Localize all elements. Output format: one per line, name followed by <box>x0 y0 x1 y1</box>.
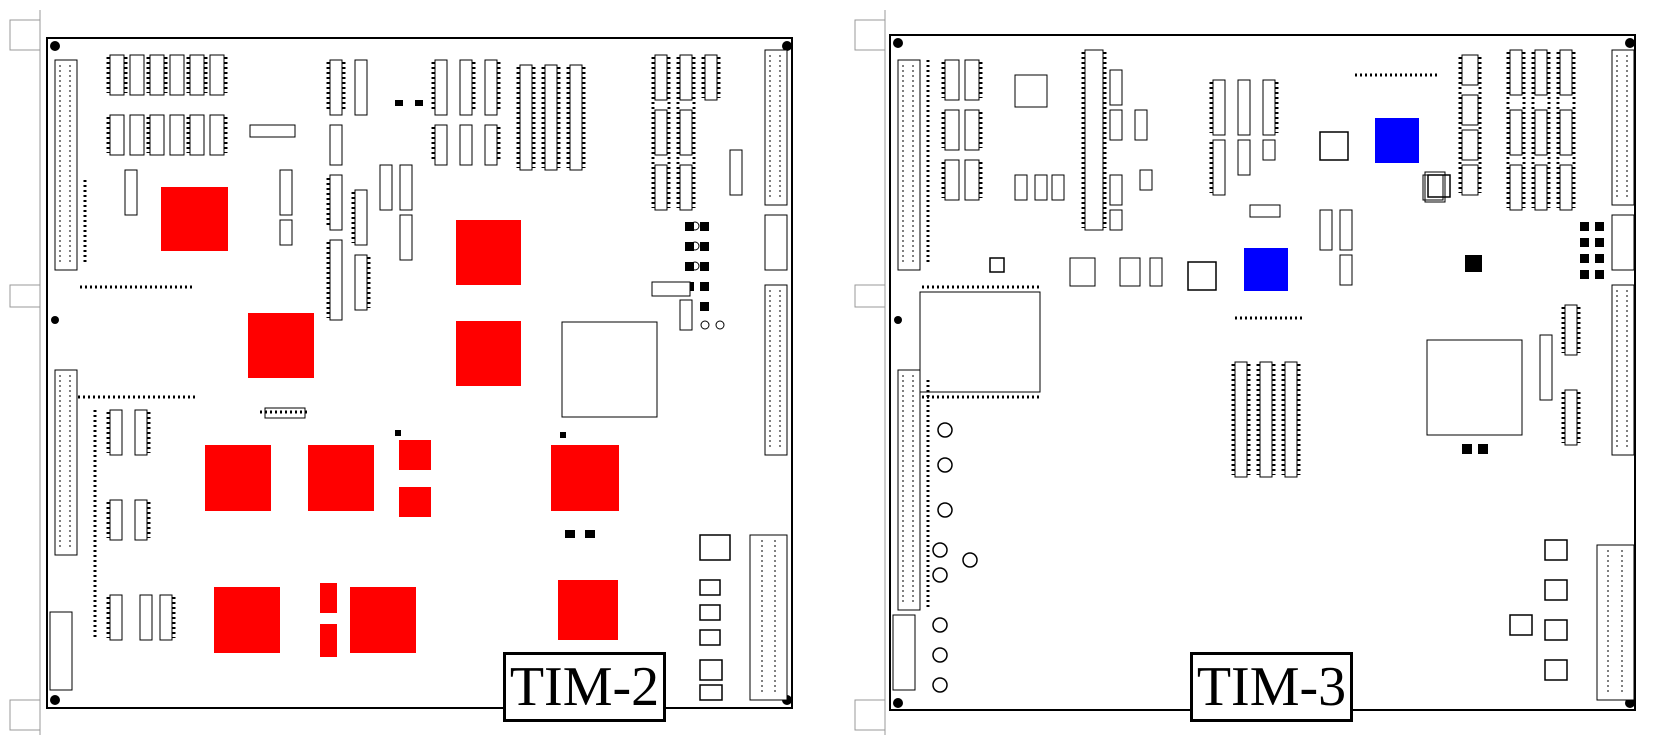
board-tim3 <box>854 10 1636 735</box>
front-connectors-left <box>49 59 78 691</box>
board-outline-left <box>46 37 793 709</box>
red-chip <box>205 445 271 511</box>
red-chip <box>161 187 228 251</box>
red-chip <box>558 580 618 640</box>
header-rows-left <box>78 285 310 414</box>
plcc-packages-right <box>932 131 1568 693</box>
highlight-chips-left <box>161 187 619 657</box>
transformer-right <box>1426 339 1523 436</box>
front-connectors-right <box>892 59 921 691</box>
backplane-connectors-left <box>749 49 788 701</box>
pin-dots-right <box>926 52 1581 610</box>
front-panel-left <box>9 10 41 735</box>
front-panel-right <box>854 10 886 735</box>
board-label-tim3: TIM-3 <box>1190 652 1353 722</box>
header-rows-right <box>922 73 1440 399</box>
red-chip <box>456 321 521 386</box>
oscillator-left <box>651 281 691 297</box>
red-chip <box>399 487 431 517</box>
highlight-chips-right <box>1244 118 1419 291</box>
blue-chip <box>1375 118 1419 163</box>
red-chip <box>308 445 374 511</box>
blue-chip <box>1244 248 1288 291</box>
red-chip <box>456 220 521 285</box>
red-chip <box>399 440 431 470</box>
red-chip <box>320 624 337 657</box>
test-points-left <box>690 221 725 330</box>
mezzanine-outline-right <box>919 291 1041 393</box>
dip-packages-right <box>944 49 1578 478</box>
dip-packages-left <box>109 54 743 641</box>
pin-dots-left <box>83 57 721 640</box>
board-label-tim2: TIM-2 <box>503 652 666 722</box>
red-chip <box>551 445 619 511</box>
red-chip <box>248 313 314 378</box>
transformer-left <box>561 321 658 418</box>
board-tim2 <box>9 10 793 735</box>
red-chip <box>320 583 337 613</box>
backplane-connectors-right <box>1596 49 1635 701</box>
red-chip <box>214 587 280 653</box>
red-chip <box>350 587 416 653</box>
smd-parts-right <box>1462 222 1604 454</box>
plcc-packages-left <box>699 534 731 701</box>
